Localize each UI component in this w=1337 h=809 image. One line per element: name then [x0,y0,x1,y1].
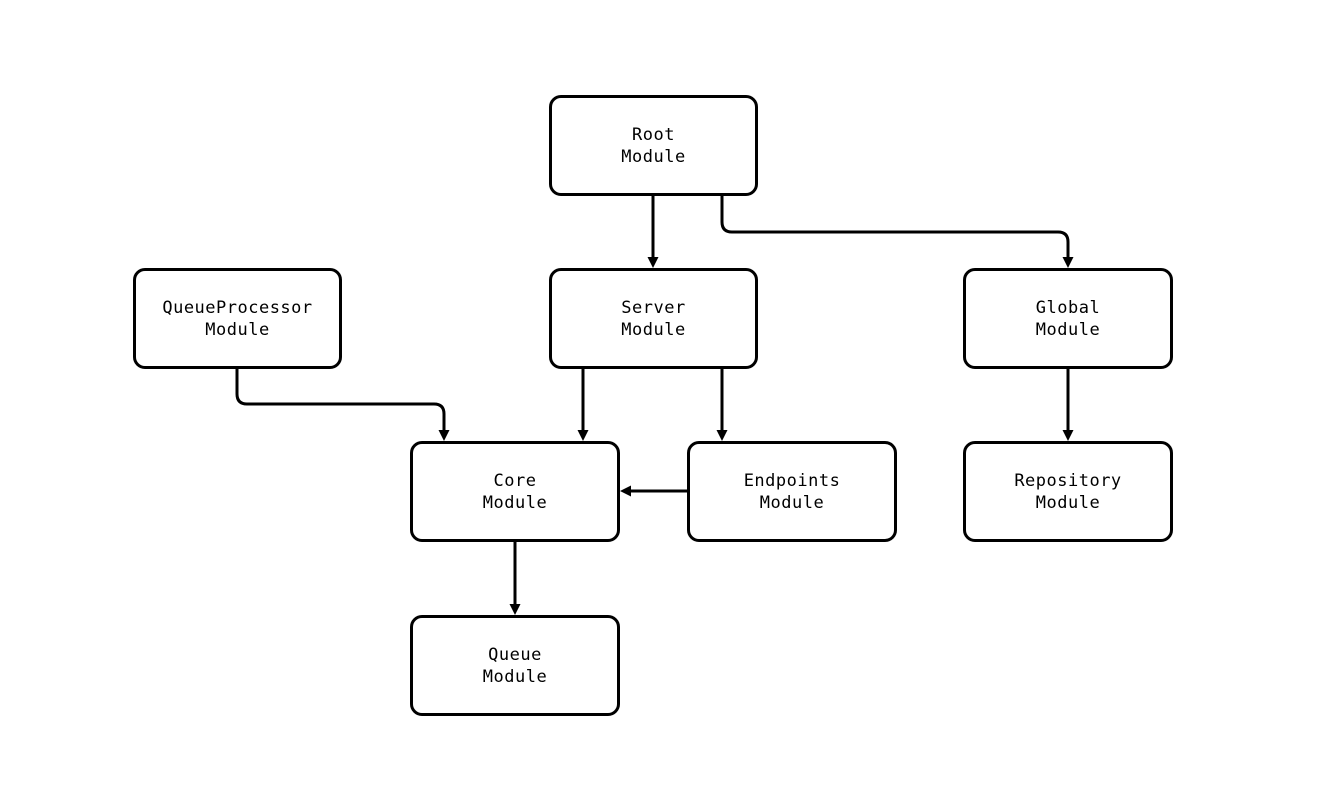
node-endpoints-module[interactable]: Endpoints Module [687,441,897,542]
node-label: Server Module [621,297,686,340]
node-label: Global Module [1035,297,1101,340]
node-label: Root Module [621,124,686,167]
node-core-module[interactable]: Core Module [410,441,620,542]
node-queueprocessor-module[interactable]: QueueProcessor Module [133,268,342,369]
node-label: QueueProcessor Module [162,297,313,340]
node-queue-module[interactable]: Queue Module [410,615,620,716]
node-label: Queue Module [482,644,548,687]
node-root-module[interactable]: Root Module [549,95,758,196]
node-global-module[interactable]: Global Module [963,268,1173,369]
edges-group [235,196,1074,615]
node-label: Core Module [482,470,548,513]
edge-root-to-global [720,196,1074,268]
node-repository-module[interactable]: Repository Module [963,441,1173,542]
edge-queueprocessor-to-core [235,369,450,441]
node-label: Endpoints Module [743,470,841,513]
node-server-module[interactable]: Server Module [549,268,758,369]
node-label: Repository Module [1014,470,1122,513]
